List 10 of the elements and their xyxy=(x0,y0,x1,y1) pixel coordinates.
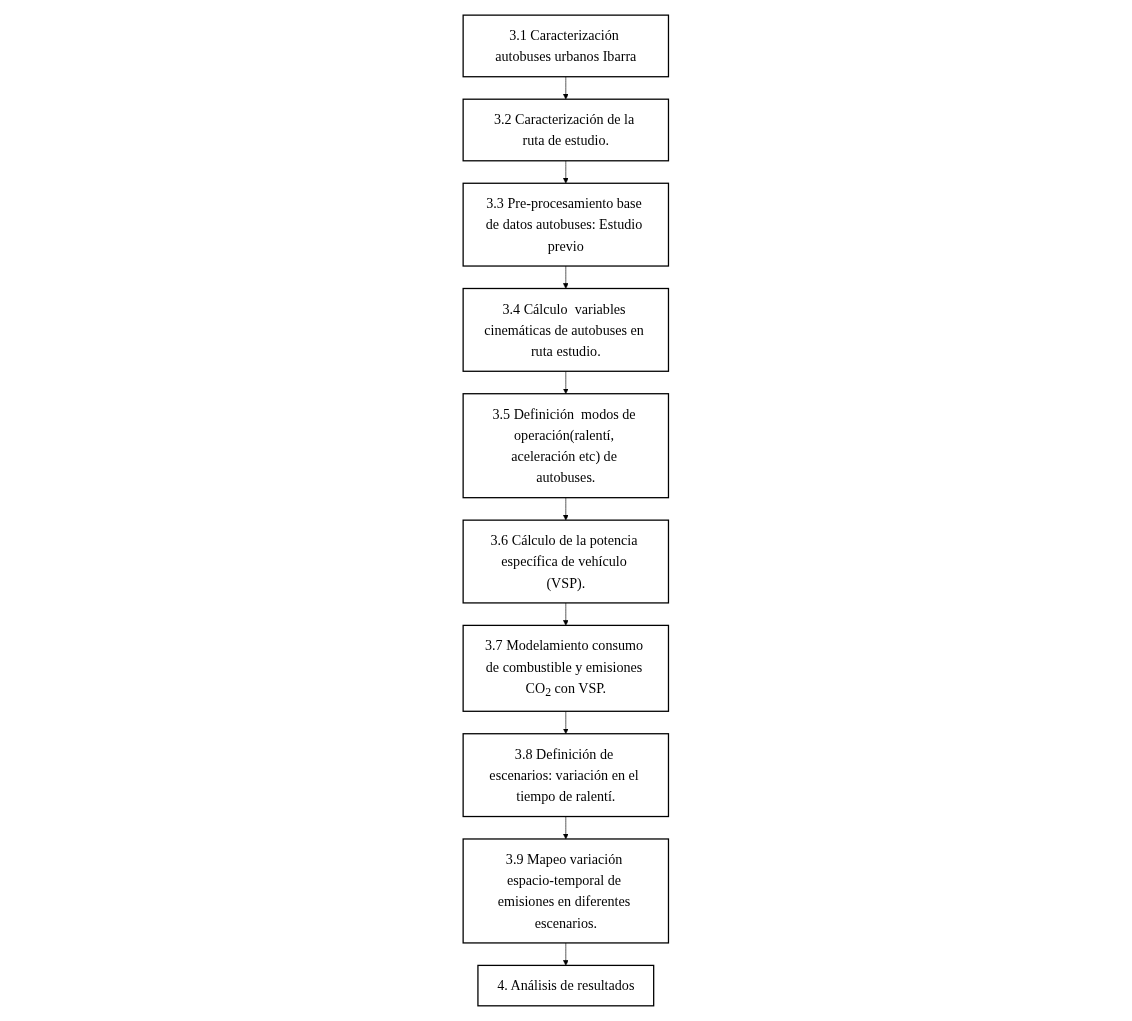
node-box: 3.3 Pre-procesamiento base de datos autobuses: Estudio previo xyxy=(462,182,670,267)
node-box: 3.1 Caracterización autobuses urbanos Ibarra xyxy=(462,14,670,78)
node-box: 3.8 Definición de escenarios: variación en el tiempo de ralentí. xyxy=(462,733,670,818)
node-box: 3.9 Mapeo variación espacio-temporal de emisiones en diferentes escenarios. xyxy=(462,838,670,944)
node-box: 3.7 Modelamiento consumo de combustible y emisiones CO$_{2}$ con VSP. xyxy=(462,624,670,712)
node-box: 4. Análisis de resultados xyxy=(477,964,655,1007)
node-box: 3.4 Cálculo variables cinemáticas de autobuses en ruta estudio. xyxy=(462,287,670,372)
node-box: 3.5 Definición modos de operación(ralentí, aceleración etc) de autobuses. xyxy=(462,393,670,499)
node-box: 3.2 Caracterización de la ruta de estudio. xyxy=(462,98,670,162)
node-box: 3.6 Cálculo de la potencia específica de vehículo (VSP). xyxy=(462,519,670,604)
